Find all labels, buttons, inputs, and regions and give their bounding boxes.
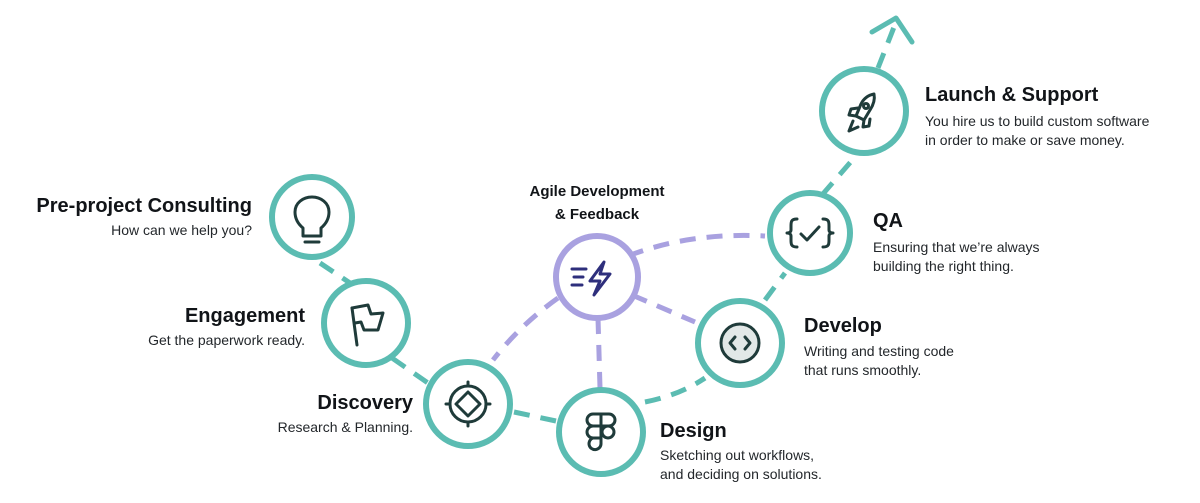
- node-agile: [553, 233, 641, 321]
- step-desc-line: Sketching out workflows,: [660, 447, 815, 463]
- connector-agile-develop: [631, 292, 696, 325]
- main-path: [318, 21, 899, 424]
- step-title: Pre-project Consulting: [36, 195, 252, 217]
- path-develop-qa: [762, 271, 788, 302]
- path-qa-launch: [820, 155, 857, 197]
- step-desc-line: building the right thing.: [873, 258, 1014, 274]
- path-engagement-discovery: [390, 355, 430, 386]
- step-desc-line: Ensuring that we’re always: [873, 239, 1040, 255]
- step-title-line: Agile Development: [529, 183, 665, 200]
- figma-icon: [585, 412, 617, 452]
- connector-agile-design: [595, 317, 603, 389]
- rocket-icon: [847, 92, 876, 133]
- step-desc-line: and deciding on solutions.: [660, 466, 822, 482]
- step-desc: Get the paperwork ready.: [148, 332, 305, 348]
- path-discovery-design: [513, 409, 557, 424]
- step-title: QA: [873, 210, 903, 232]
- step-desc-line: You hire us to build custom software: [925, 113, 1150, 129]
- step-desc: How can we help you?: [111, 222, 252, 238]
- path-consulting-engagement: [318, 260, 352, 286]
- node-engagement: [321, 278, 411, 368]
- node-develop: [695, 298, 785, 388]
- step-desc-line: in order to make or save money.: [925, 132, 1125, 148]
- step-title: Engagement: [184, 305, 305, 327]
- check-braces-icon: [785, 217, 835, 249]
- step-title: Discovery: [317, 392, 413, 414]
- code-icon: [719, 322, 761, 364]
- connector-agile-qa: [627, 232, 766, 259]
- node-discovery: [423, 359, 513, 449]
- agile-connectors: [491, 232, 766, 389]
- node-qa: [767, 190, 853, 276]
- compass-icon: [444, 380, 492, 428]
- node-design: [556, 387, 646, 477]
- connector-agile-discovery: [491, 295, 560, 362]
- lightning-icon: [570, 260, 612, 297]
- step-desc: Research & Planning.: [277, 419, 413, 435]
- node-consulting: [269, 174, 355, 260]
- step-title-line: & Feedback: [554, 206, 640, 223]
- path-launch-arrow: [875, 21, 899, 69]
- lightbulb-icon: [293, 195, 331, 244]
- arrow-head-icon: [869, 15, 915, 45]
- step-title: Launch & Support: [925, 84, 1099, 106]
- step-desc-line: Writing and testing code: [804, 343, 954, 359]
- step-title: Develop: [804, 315, 882, 337]
- path-design-develop: [644, 375, 707, 405]
- step-title: Design: [660, 420, 727, 442]
- node-launch: [819, 66, 909, 156]
- step-desc-line: that runs smoothly.: [804, 362, 922, 378]
- flag-icon: [350, 303, 385, 347]
